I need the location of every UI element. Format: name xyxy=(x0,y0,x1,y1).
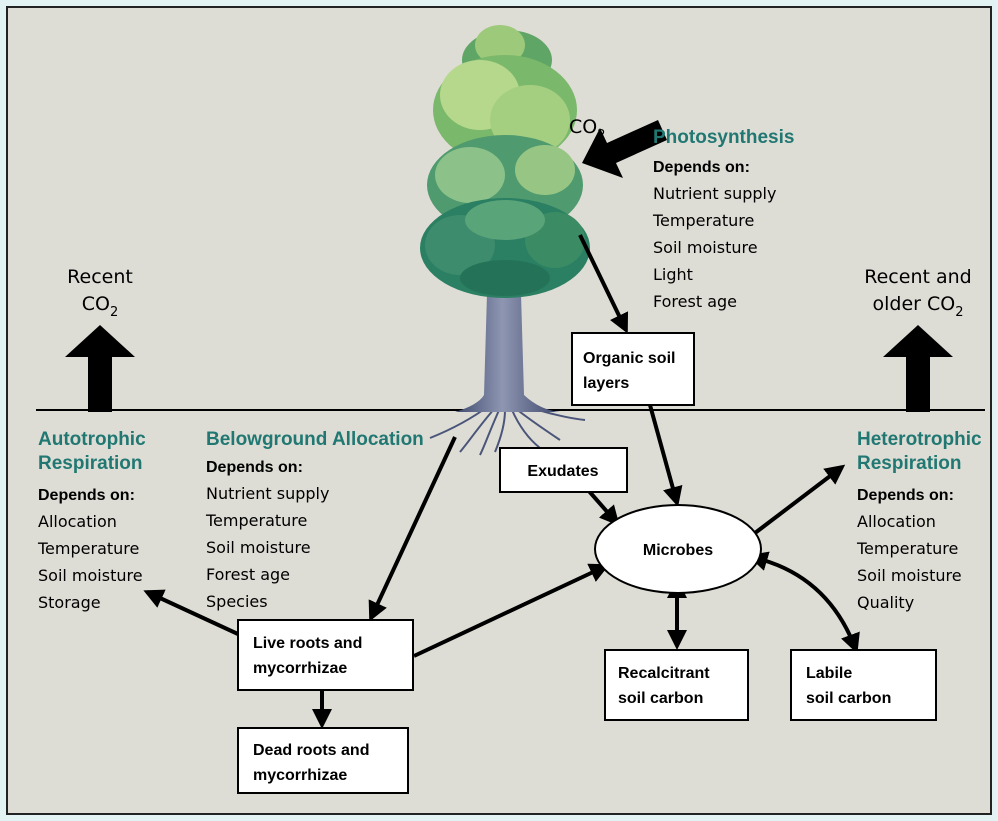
photosynthesis-factor: Soil moisture xyxy=(653,238,758,257)
photosynthesis-factor: Forest age xyxy=(653,292,737,311)
dead-roots-box: Dead roots and mycorrhizae xyxy=(237,727,409,794)
dead-roots-label: mycorrhizae xyxy=(253,767,347,784)
flow-arrows xyxy=(143,234,860,729)
recent-older-co2-block: Recent and older CO2 xyxy=(864,266,972,412)
recent-older-co2-emission-arrow xyxy=(883,325,953,412)
arrow-live-roots-to-autotrophic xyxy=(143,589,241,637)
autotrophic-title: Autotrophic xyxy=(38,429,146,450)
recent-co2-line1: Recent xyxy=(67,266,133,288)
arrow-live-roots-to-microbes xyxy=(413,563,610,658)
recalcitrant-label: Recalcitrant xyxy=(618,665,710,682)
autotrophic-factor: Storage xyxy=(38,593,101,612)
recent-older-co2-line2: older CO2 xyxy=(872,293,963,320)
exudates-box: Exudates xyxy=(499,447,628,493)
autotrophic-factor: Allocation xyxy=(38,512,117,531)
arrow-organic-soil-to-microbes xyxy=(648,404,683,507)
recent-older-co2-line1: Recent and xyxy=(864,266,971,288)
recent-co2-line2: CO2 xyxy=(82,293,119,320)
belowground-depends: Depends on: xyxy=(206,459,303,476)
heterotrophic-block: Heterotrophic Respiration Depends on: Al… xyxy=(856,429,982,612)
belowground-title: Belowground Allocation xyxy=(206,429,424,450)
belowground-factor: Nutrient supply xyxy=(206,484,329,503)
photosynthesis-factor: Temperature xyxy=(652,211,754,230)
arrow-microbes-labile xyxy=(747,551,860,654)
labile-label: soil carbon xyxy=(806,690,891,707)
photosynthesis-depends: Depends on: xyxy=(653,159,750,176)
dead-roots-label: Dead roots and xyxy=(253,742,369,759)
photosynthesis-factor: Light xyxy=(653,265,693,284)
live-roots-label: mycorrhizae xyxy=(253,660,347,677)
recent-co2-block: Recent CO2 xyxy=(65,266,135,412)
heterotrophic-depends: Depends on: xyxy=(857,487,954,504)
autotrophic-factor: Temperature xyxy=(37,539,139,558)
arrow-exudates-to-microbes xyxy=(586,488,620,527)
microbes-label: Microbes xyxy=(643,542,713,559)
tree-illustration xyxy=(420,25,590,456)
photosynthesis-block: Photosynthesis Depends on: Nutrient supp… xyxy=(652,127,794,311)
organic-soil-label: Organic soil xyxy=(583,350,675,367)
heterotrophic-factor: Temperature xyxy=(856,539,958,558)
recalcitrant-box: Recalcitrant soil carbon xyxy=(604,649,749,721)
live-roots-label: Live roots and xyxy=(253,635,362,652)
arrow-belowground-allocation xyxy=(368,436,457,622)
autotrophic-title: Respiration xyxy=(38,453,143,474)
labile-label: Labile xyxy=(806,665,852,682)
heterotrophic-factor: Allocation xyxy=(857,512,936,531)
exudates-label: Exudates xyxy=(527,463,598,480)
organic-soil-box: Organic soil layers xyxy=(571,332,695,406)
arrow-tree-to-organic-soil xyxy=(578,234,629,334)
live-roots-box: Live roots and mycorrhizae xyxy=(237,619,414,691)
heterotrophic-factor: Soil moisture xyxy=(857,566,962,585)
belowground-factor: Temperature xyxy=(205,511,307,530)
belowground-factor: Species xyxy=(206,592,268,611)
belowground-block: Belowground Allocation Depends on: Nutri… xyxy=(205,429,424,611)
autotrophic-factor: Soil moisture xyxy=(38,566,143,585)
arrow-microbes-to-heterotrophic xyxy=(753,464,846,535)
tree-foliage xyxy=(420,25,590,298)
photosynthesis-factor: Nutrient supply xyxy=(653,184,776,203)
photosynthesis-title: Photosynthesis xyxy=(653,127,794,148)
recent-co2-emission-arrow xyxy=(65,325,135,412)
microbes-node: Microbes xyxy=(594,504,762,594)
organic-soil-label: layers xyxy=(583,375,629,392)
recalcitrant-label: soil carbon xyxy=(618,690,703,707)
belowground-factor: Forest age xyxy=(206,565,290,584)
tree-trunk xyxy=(455,260,560,412)
heterotrophic-factor: Quality xyxy=(857,593,914,612)
co2-uptake-arrow xyxy=(582,120,667,178)
autotrophic-block: Autotrophic Respiration Depends on: Allo… xyxy=(37,429,146,612)
heterotrophic-title: Heterotrophic xyxy=(857,429,982,450)
heterotrophic-title: Respiration xyxy=(857,453,962,474)
labile-box: Labile soil carbon xyxy=(790,649,937,721)
autotrophic-depends: Depends on: xyxy=(38,487,135,504)
belowground-factor: Soil moisture xyxy=(206,538,311,557)
